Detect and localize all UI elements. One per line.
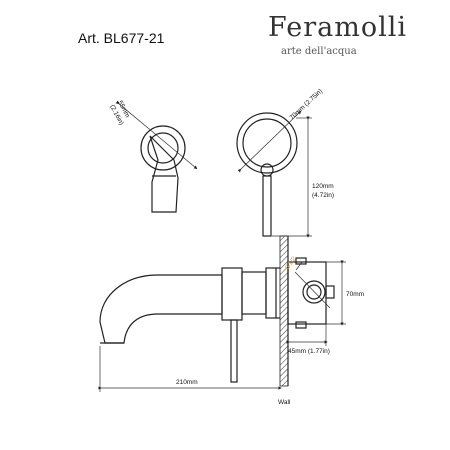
valve-port-outer xyxy=(302,280,326,304)
small-lever-body xyxy=(149,135,179,213)
large-lever-handle xyxy=(262,175,272,237)
large-rosette-dimension-line xyxy=(237,110,302,173)
wall-rosette xyxy=(265,267,277,319)
lever-height-label: 120mm xyxy=(312,183,334,190)
small-rosette-view: 55mm (2.16in) xyxy=(108,100,198,213)
brand-tagline: arte dell'acqua xyxy=(281,46,357,57)
wall-label: Wall xyxy=(278,399,291,406)
mixer-cover xyxy=(241,271,267,315)
brand-logo: Feramolli xyxy=(268,12,408,43)
large-rosette-view: 70mm (2.75in) 120mm (4.72in) xyxy=(236,88,334,238)
side-lever-handle xyxy=(230,319,238,383)
spout xyxy=(99,274,223,344)
lever-hub xyxy=(260,163,274,177)
body-depth-label: 45mm (1.77in) xyxy=(288,348,330,355)
wall-section xyxy=(279,235,289,387)
valve-port-inner xyxy=(306,284,322,300)
small-rosette-dimension-line xyxy=(115,100,198,170)
body-height-label: 70mm xyxy=(346,291,364,298)
article-number: Art. BL677-21 xyxy=(78,30,165,46)
lever-height-label-inches: (4.72in) xyxy=(312,192,334,199)
small-rosette-inner xyxy=(147,132,179,164)
mixer-body xyxy=(221,267,243,321)
large-rosette-label: 70mm (2.75in) xyxy=(289,88,324,122)
spout-length-label: 210mm xyxy=(176,379,198,386)
side-section-view: G1/2 70mm 45mm (1.77in) 210mm Wall xyxy=(98,235,364,406)
